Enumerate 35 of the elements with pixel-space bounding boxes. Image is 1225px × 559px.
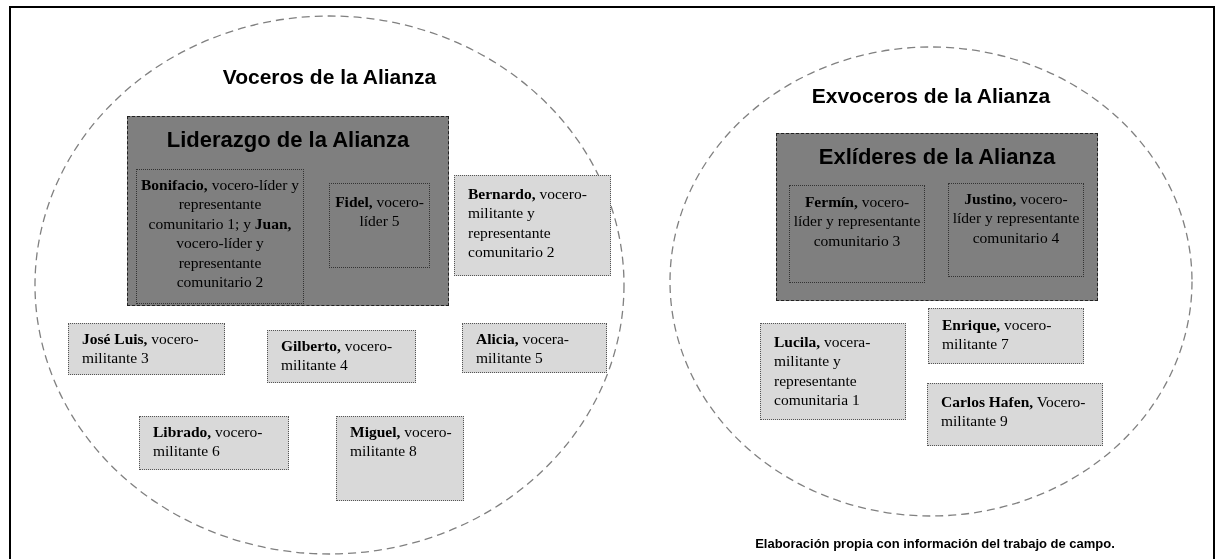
- person-box: [329, 183, 430, 268]
- group-box: [776, 133, 1098, 301]
- group-heading: Voceros de la Alianza: [221, 65, 438, 89]
- person-description: Gilberto, vocero-militante 4: [280, 336, 394, 375]
- person-description: Bonifacio, vocero-líder y representante comunitario 1; y Juan, vocero-líder y representante comunitario 2: [140, 175, 300, 292]
- person-box: [68, 323, 225, 375]
- person-box: [267, 330, 416, 383]
- person-description: Justino, vocero-líder y representante comunitario 4: [951, 189, 1081, 248]
- group-heading: Exlíderes de la Alianza: [817, 144, 1057, 170]
- group-heading: Liderazgo de la Alianza: [165, 127, 411, 153]
- person-description: Miguel, vocero-militante 8: [349, 422, 453, 461]
- source-caption: Elaboración propia con información del trabajo de campo.: [754, 536, 1116, 551]
- dashed-ellipse: [34, 15, 625, 555]
- person-description: Enrique, vocero-militante 7: [941, 315, 1053, 354]
- person-box: [789, 185, 925, 283]
- person-box: [760, 323, 906, 420]
- person-box: [136, 169, 304, 304]
- person-box: [336, 416, 464, 501]
- group-heading: Exvoceros de la Alianza: [810, 84, 1052, 108]
- person-description: Fermín, vocero-líder y representante comunitario 3: [792, 192, 922, 251]
- person-box: [928, 308, 1084, 364]
- person-description: Carlos Hafen, Vocero-militante 9: [940, 392, 1087, 431]
- person-description: Librado, vocero-militante 6: [152, 422, 264, 461]
- person-box: [948, 183, 1084, 277]
- group-box: [127, 116, 449, 306]
- dashed-ellipse: [669, 46, 1193, 517]
- person-box: [454, 175, 611, 276]
- person-box: [139, 416, 289, 470]
- person-description: Lucila, vocera-militante y representante comunitaria 1: [773, 332, 872, 410]
- person-description: José Luis, vocero-militante 3: [81, 329, 200, 368]
- person-box: [927, 383, 1103, 446]
- person-box: [462, 323, 607, 373]
- person-description: Fidel, vocero-líder 5: [334, 192, 425, 231]
- person-description: Alicia, vocera-militante 5: [475, 329, 570, 368]
- person-description: Bernardo, vocero-militante y representante comunitario 2: [467, 184, 588, 262]
